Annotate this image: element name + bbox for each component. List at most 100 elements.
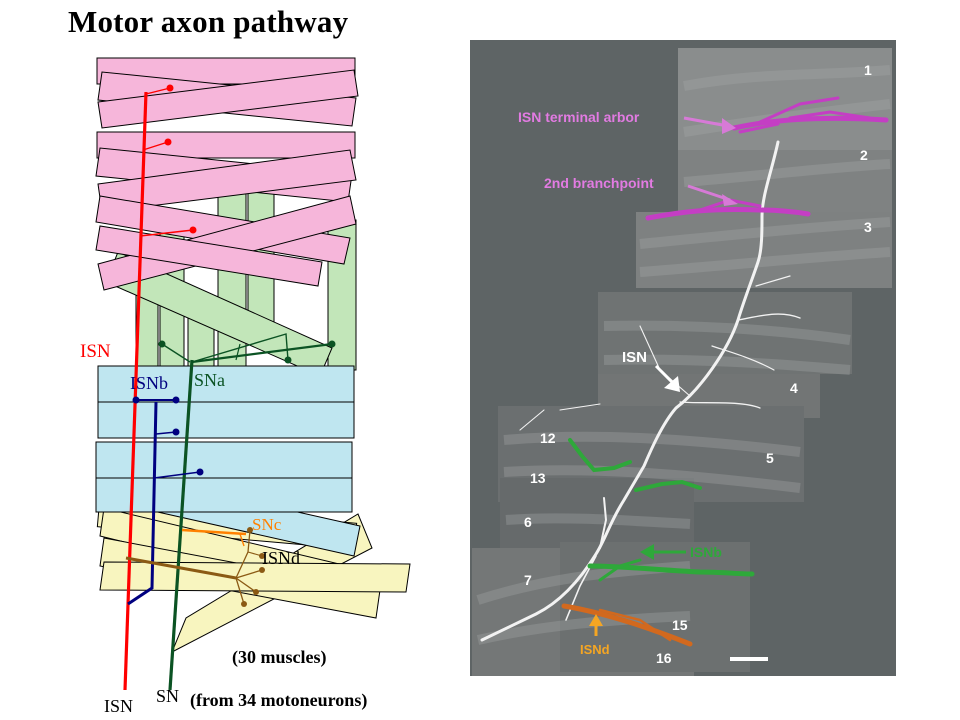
ventral-muscles: [95, 365, 411, 654]
isnd-branch: [235, 577, 245, 605]
isn-label: ISN: [80, 341, 111, 362]
nerve-snc: [181, 528, 247, 547]
isn-terminal-arbors: [645, 96, 889, 221]
ventral-muscle: [95, 441, 353, 479]
dorsal-muscle: [97, 69, 359, 129]
isn-branch: [679, 401, 761, 409]
isn-axon: [480, 140, 780, 642]
ventral-most-muscle: [99, 561, 411, 593]
isnd-branch: [235, 577, 257, 593]
nerve-isnd: [125, 527, 265, 607]
muscle-number: 6: [524, 514, 532, 530]
isn-branch: [139, 229, 194, 237]
muscle-fibre-hints: [476, 65, 891, 645]
terminal-arbor: [788, 110, 872, 120]
muscle-number: 3: [864, 219, 872, 235]
isnb-branch: [587, 563, 755, 577]
isnd-branch: [598, 608, 672, 642]
isnd-terminal: [253, 589, 259, 595]
muscle-number: 13: [530, 470, 546, 486]
lateral-muscle: [217, 173, 247, 385]
isnd-highlight: [561, 603, 693, 647]
isnd-terminal: [247, 527, 253, 533]
muscle-number: 1: [864, 62, 872, 78]
micrograph-labels: ISN terminal arbor 2nd branchpoint ISN I…: [518, 109, 722, 657]
isn-trunk: [123, 91, 148, 691]
isnb-branch: [153, 471, 201, 479]
ventral-muscle: [95, 477, 353, 513]
sna-branch: [235, 343, 241, 361]
tissue-tile: [678, 48, 892, 150]
ventral-muscle: [97, 365, 355, 403]
ventral-muscle: [97, 401, 355, 439]
sna-trunk: [168, 359, 194, 691]
isnb-trunk: [127, 401, 158, 606]
micrograph-arrows: [589, 116, 738, 636]
isnb-terminal: [172, 428, 180, 436]
arrow-head: [640, 544, 654, 560]
isnb-terminal: [172, 396, 180, 404]
isn-bottom-label: ISN: [104, 696, 133, 716]
isnd-label: ISNd: [262, 548, 300, 568]
muscle-count-label: (30 muscles): [232, 647, 326, 668]
sna-terminal: [284, 356, 292, 364]
muscle-number: 15: [672, 617, 688, 633]
isnb-branch: [634, 479, 702, 492]
isn-branch: [737, 313, 801, 321]
muscle-number: 16: [656, 650, 672, 666]
micrograph-panel: ISN terminal arbor 2nd branchpoint ISN I…: [470, 40, 896, 676]
isnd-trunk: [125, 556, 237, 580]
isnb-label: ISNb: [130, 373, 168, 393]
isn-branch: [145, 87, 171, 95]
isnd-terminal: [259, 553, 265, 559]
sna-branch: [161, 343, 191, 363]
isn-micrograph-label: ISN: [622, 349, 647, 366]
motoneurons-label: (from 34 motoneurons): [190, 690, 367, 711]
muscle-number: 7: [524, 572, 532, 588]
isn-branch: [559, 403, 601, 411]
isnd-terminal: [259, 567, 265, 573]
terminal-arbor-label: ISN terminal arbor: [518, 109, 640, 125]
isnd-branch: [561, 603, 693, 647]
terminal-arbor: [758, 96, 840, 124]
terminal-arbor: [731, 115, 889, 131]
isn-branch: [755, 275, 791, 287]
isn-terminal: [166, 84, 174, 92]
terminal-arbor: [738, 122, 780, 134]
isnb-branch: [568, 438, 632, 473]
isnb-terminal: [132, 396, 140, 404]
isn-branch: [599, 497, 608, 549]
nerve-isn: [123, 84, 197, 691]
muscle-number-labels: 1 2 3 4 5 12 13 6 7 15 16: [524, 62, 872, 666]
isnd-terminal: [241, 601, 247, 607]
snc-branch: [181, 528, 247, 536]
slide-title: Motor axon pathway: [68, 4, 349, 39]
isn-branch: [711, 345, 775, 371]
branchpoint-label: 2nd branchpoint: [544, 175, 654, 191]
isn-branch: [142, 141, 169, 151]
tissue-tile: [678, 150, 892, 212]
isnd-branch: [235, 569, 263, 579]
muscle-number: 4: [790, 380, 798, 396]
isnb-branch: [598, 558, 642, 582]
tissue-tile: [598, 292, 852, 374]
dorsal-muscle: [95, 225, 323, 287]
dorsal-muscles: [95, 57, 359, 291]
muscle-number: 2: [860, 147, 868, 163]
arrow-head: [589, 614, 603, 626]
sna-label: SNa: [194, 370, 225, 390]
nerve-isnb: [127, 396, 204, 606]
isn-branch: [519, 409, 545, 431]
sna-branch: [191, 342, 333, 364]
sna-terminal: [328, 340, 336, 348]
arrow-head: [722, 118, 736, 134]
snc-label: SNc: [252, 515, 282, 534]
branchpoint-arbor: [645, 206, 811, 221]
snc-branch: [239, 533, 245, 547]
sn-bottom-label: SN: [156, 686, 179, 706]
arrow-head: [722, 194, 738, 206]
isnb-highlight: [568, 438, 755, 582]
tissue-tile: [636, 212, 892, 288]
nerve-sna: [158, 333, 336, 691]
